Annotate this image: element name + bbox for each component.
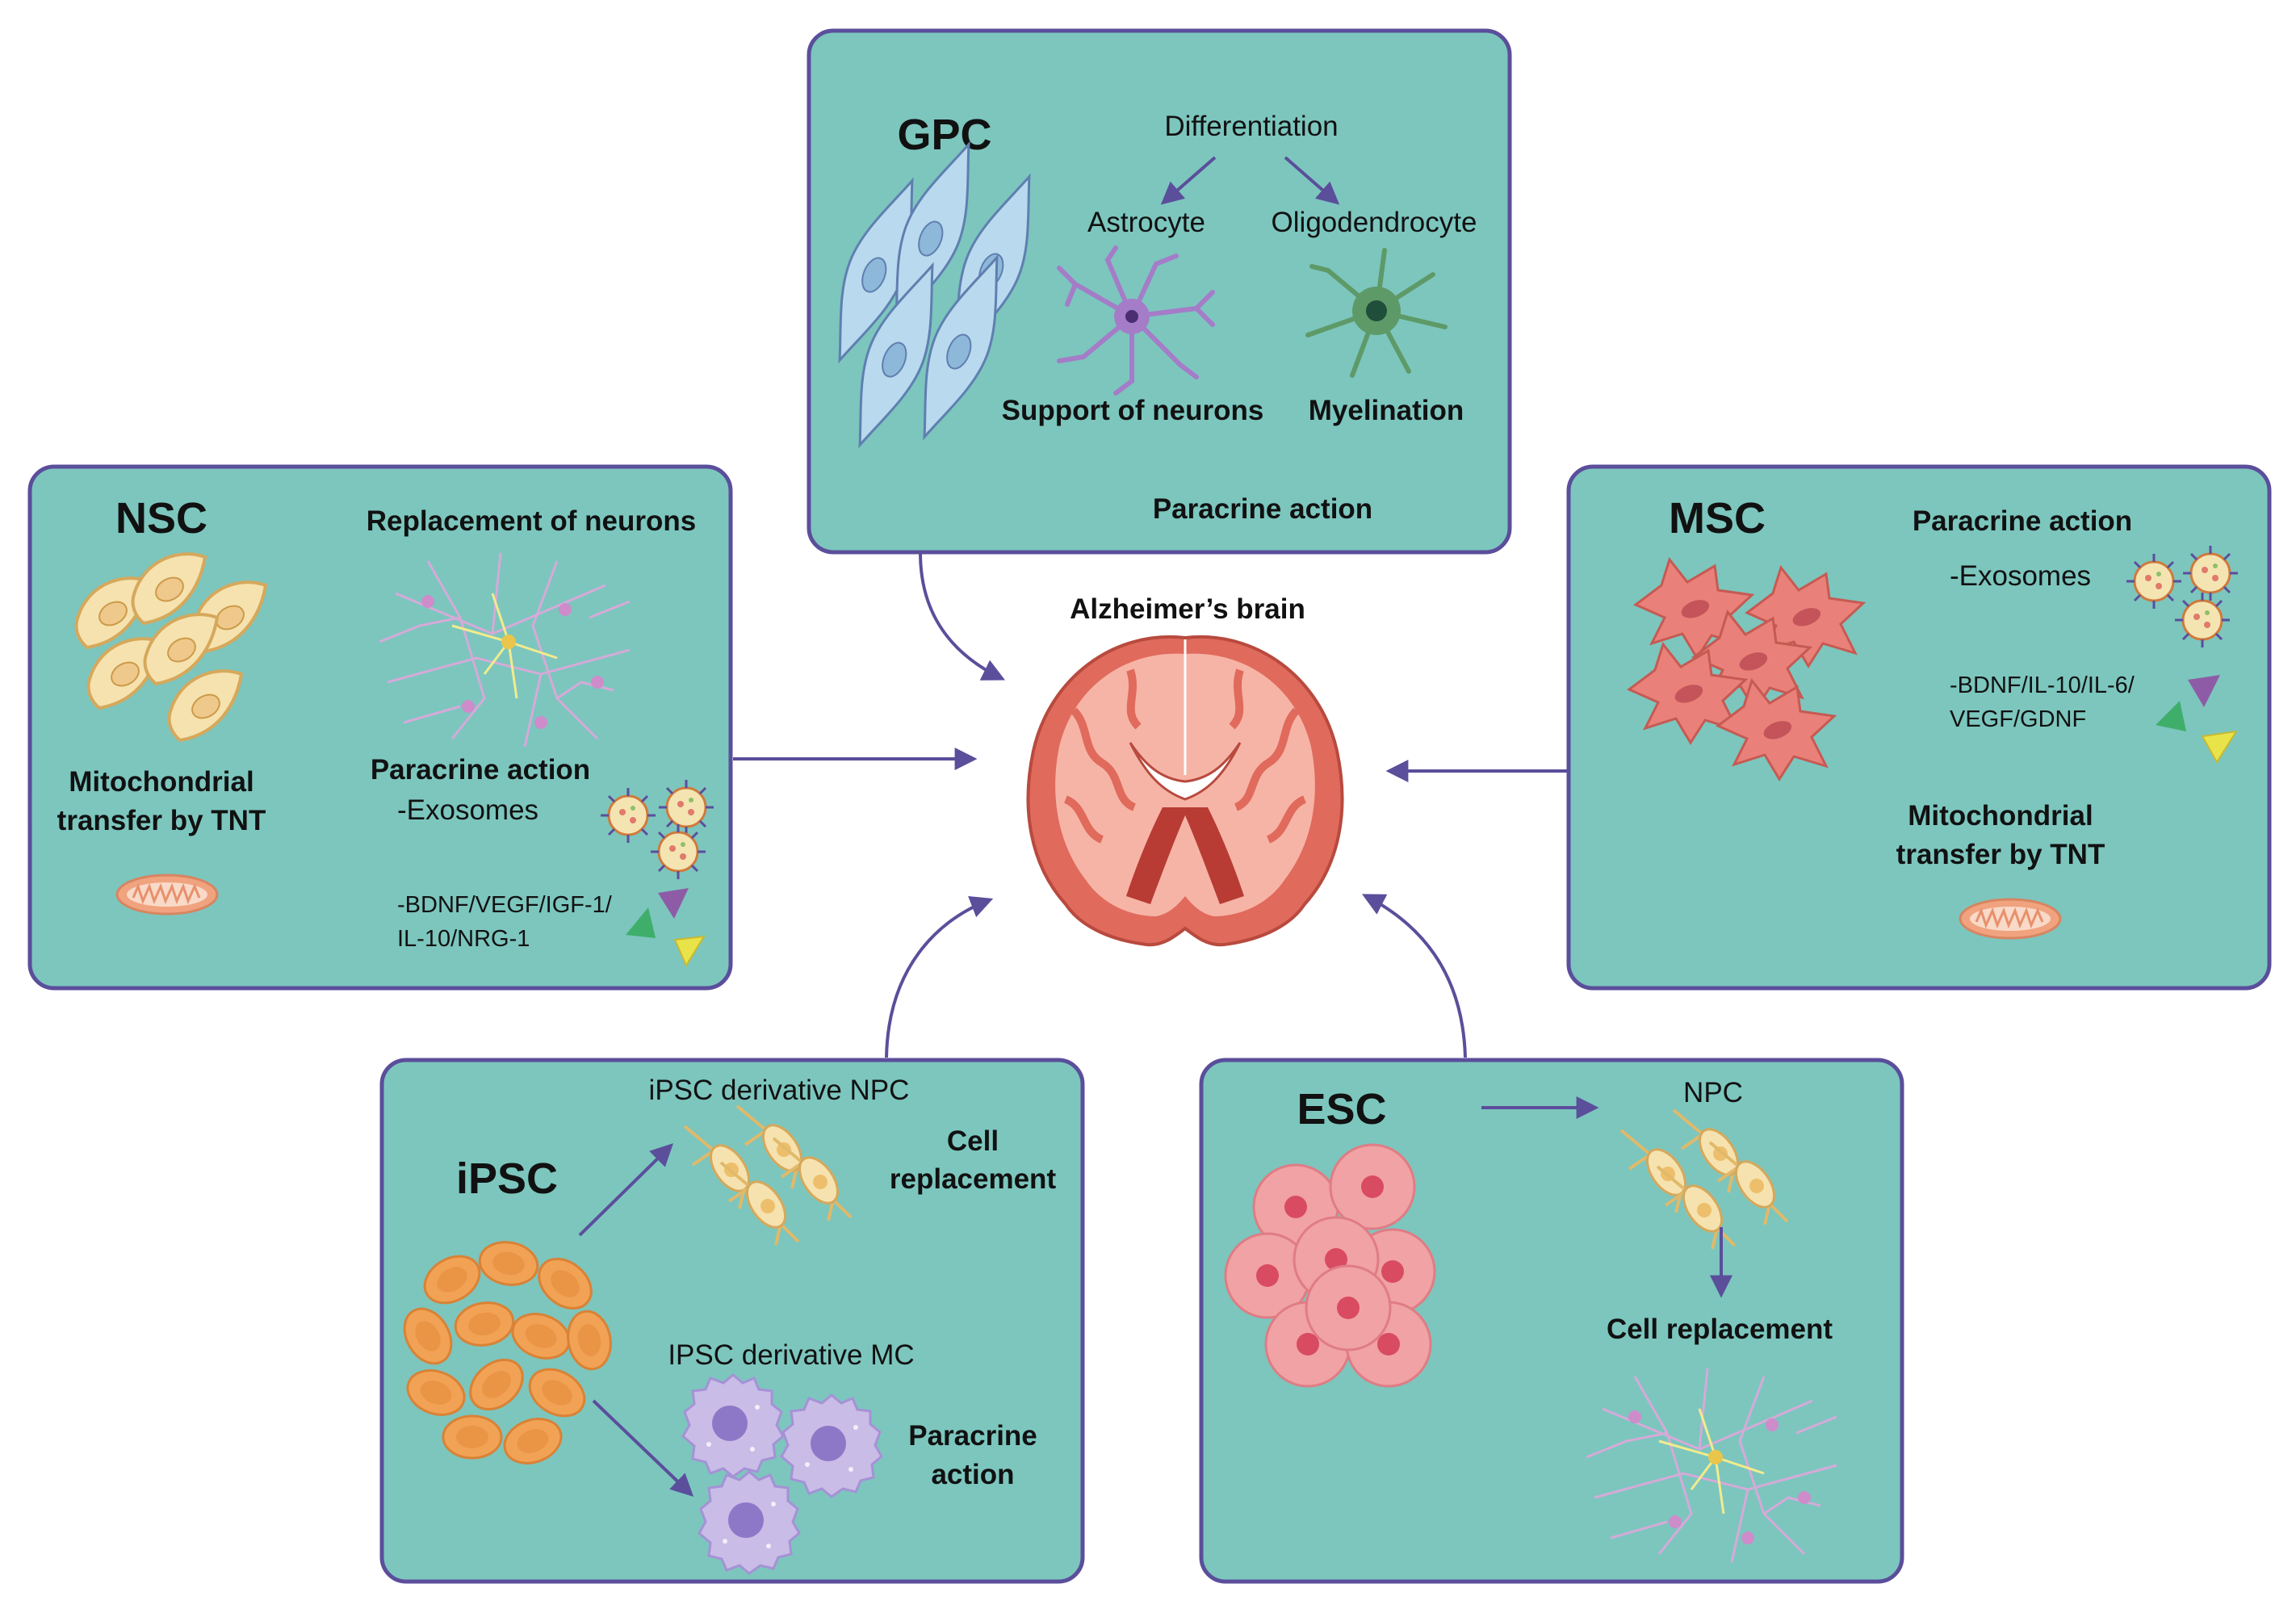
- panel-gpc: GPC Differentiation Astrocyte Oligodendr…: [807, 28, 1512, 555]
- ipsc-cell-line2: replacement: [890, 1163, 1057, 1195]
- brain-title: Alzheimer’s brain: [1070, 593, 1305, 625]
- msc-mitochondrion: [1959, 898, 2062, 940]
- msc-factors-line2: VEGF/GDNF: [1950, 706, 2086, 732]
- gpc-paracrine-label: Paracrine action: [1153, 493, 1372, 525]
- panel-esc: ESC NPC Cell replacement: [1199, 1058, 1904, 1584]
- ipsc-branch-arrows: [578, 1143, 694, 1497]
- nsc-exosomes-label: -Exosomes: [397, 794, 538, 826]
- nsc-paracrine-label: Paracrine action: [371, 754, 590, 786]
- nsc-mitochondrion: [115, 874, 219, 916]
- esc-npc-label: NPC: [1683, 1077, 1743, 1108]
- panel-msc-background: [1566, 464, 2272, 991]
- msc-mito-line1: Mitochondrial: [1908, 800, 2093, 832]
- nsc-title: NSC: [115, 494, 207, 543]
- gpc-myelination-label: Myelination: [1309, 395, 1464, 426]
- panel-ipsc-background: [379, 1058, 1085, 1584]
- gpc-astrocyte-label: Astrocyte: [1087, 207, 1205, 238]
- ipsc-title: iPSC: [456, 1154, 558, 1203]
- nsc-replacement-label: Replacement of neurons: [367, 505, 696, 537]
- arrows: [733, 552, 1568, 1058]
- esc-title: ESC: [1297, 1085, 1386, 1133]
- gpc-differentiation-label: Differentiation: [1164, 111, 1338, 142]
- panel-nsc: NSC Mitochondrial transfer by TNT Replac…: [27, 464, 733, 991]
- gpc-differentiation-arrows: [1160, 156, 1340, 205]
- msc-mito-line2: transfer by TNT: [1896, 839, 2105, 870]
- gpc-support-label: Support of neurons: [1002, 395, 1264, 426]
- ipsc-npc-label: iPSC derivative NPC: [649, 1075, 910, 1106]
- arrow-gpc-to-brain: [919, 552, 1006, 681]
- astrocyte-illustration: [1057, 245, 1215, 396]
- panel-nsc-background: [27, 464, 733, 991]
- msc-factors-line1: -BDNF/IL-10/IL-6/: [1950, 673, 2135, 698]
- msc-exosomes-label: -Exosomes: [1950, 560, 2091, 592]
- center-brain: Alzheimer’s brain: [1026, 593, 1344, 947]
- msc-title: MSC: [1669, 494, 1766, 543]
- nsc-mito-line1: Mitochondrial: [69, 766, 253, 798]
- brain-illustration: [1026, 635, 1344, 947]
- nsc-mito-line2: transfer by TNT: [57, 805, 266, 836]
- arrow-ipsc-to-brain: [885, 895, 994, 1058]
- panel-gpc-background: [807, 28, 1512, 555]
- panel-msc: MSC Paracrine action -Exosomes -BDNF/IL-…: [1566, 464, 2272, 991]
- nsc-factors-line1: -BDNF/VEGF/IGF-1/: [397, 892, 613, 918]
- msc-paracrine-label: Paracrine action: [1913, 505, 2132, 537]
- ipsc-cell-line1: Cell: [947, 1125, 999, 1157]
- nsc-factors-line2: IL-10/NRG-1: [397, 926, 530, 952]
- esc-cell-replacement-label: Cell replacement: [1607, 1314, 1833, 1345]
- arrow-esc-to-brain: [1362, 894, 1467, 1058]
- ipsc-para-line2: action: [931, 1459, 1014, 1490]
- ipsc-para-line1: Paracrine: [908, 1420, 1037, 1452]
- gpc-oligodendrocyte-label: Oligodendrocyte: [1272, 207, 1477, 238]
- panel-ipsc: iPSC iPSC derivative NPC Cell re: [379, 1058, 1085, 1584]
- msc-growth-factors: [2156, 675, 2239, 764]
- nsc-growth-factors: [626, 888, 706, 968]
- ipsc-mc-label: IPSC derivative MC: [668, 1339, 914, 1371]
- gpc-title: GPC: [897, 111, 991, 159]
- oligodendrocyte-illustration: [1305, 248, 1448, 378]
